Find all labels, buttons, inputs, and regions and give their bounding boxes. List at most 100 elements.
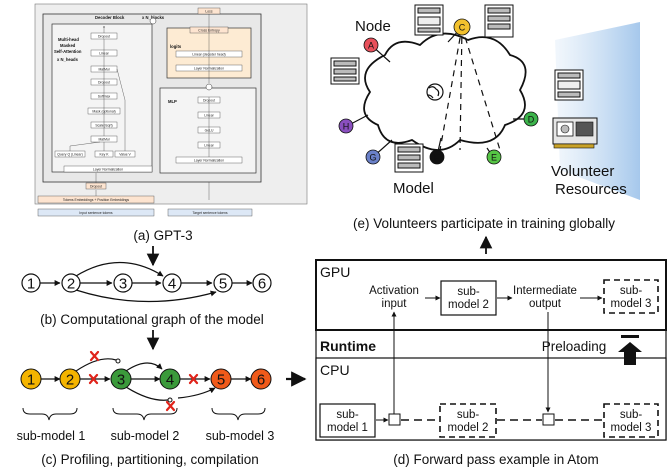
svg-text:Input sentence tokens: Input sentence tokens	[79, 211, 112, 215]
n-heads-label: x N_heads	[57, 57, 79, 62]
cpu-sub-model-2	[439, 403, 497, 438]
svg-text:G: G	[369, 153, 376, 163]
attention-layers: Dropout Linear MatMul Dropout Softmax Ma…	[54, 25, 136, 158]
svg-text:MatMul: MatMul	[98, 137, 109, 141]
node-label: Node	[355, 18, 391, 35]
graph-b-node: 1	[21, 273, 41, 293]
svg-text:4: 4	[168, 276, 176, 293]
activation-input-label-1: Activation	[369, 285, 419, 297]
gpu-label: GPU	[320, 264, 350, 280]
svg-text:GeLU: GeLU	[205, 128, 214, 132]
svg-text:3: 3	[119, 276, 127, 293]
network-node: D	[523, 111, 539, 127]
svg-text:F: F	[434, 153, 440, 163]
svg-text:Linear: Linear	[204, 143, 214, 147]
svg-text:3: 3	[117, 372, 125, 389]
svg-text:2: 2	[66, 372, 74, 389]
svg-text:sub-: sub-	[620, 285, 643, 297]
svg-text:model 3: model 3	[611, 422, 652, 434]
graph-c-node: 2	[59, 368, 81, 390]
brace-sub-model-3	[211, 407, 266, 421]
input-tokens-box	[37, 208, 155, 217]
server-icon	[554, 69, 584, 101]
svg-text:Linear: Linear	[204, 113, 214, 117]
gpu-card-icon	[552, 117, 598, 149]
brace-sub-model-2	[112, 407, 178, 421]
graph-b: 1 2 3 4 5 6	[21, 261, 272, 303]
svg-text:Layer Normalization: Layer Normalization	[194, 158, 224, 162]
preload-bar	[621, 335, 639, 338]
globe-icon	[426, 83, 444, 101]
svg-text:6: 6	[257, 372, 265, 389]
svg-text:sub-: sub-	[457, 409, 480, 421]
activation-node-cpu	[388, 413, 401, 426]
svg-text:H: H	[343, 122, 350, 132]
intermediate-node-cpu	[542, 413, 555, 426]
cut-mark-icon	[88, 373, 99, 385]
intermediate-output-label-2: output	[529, 298, 562, 310]
target-tokens-box	[167, 208, 253, 217]
graph-c-node: 5	[210, 368, 232, 390]
svg-text:1: 1	[27, 276, 35, 293]
cpu-label: CPU	[320, 362, 350, 378]
network-node: H	[338, 118, 354, 134]
attention-title-3: Self-Attention	[54, 49, 82, 54]
sub-model-3-label: sub-model 3	[206, 429, 275, 443]
svg-text:5: 5	[217, 372, 225, 389]
svg-text:Target sentence tokens: Target sentence tokens	[192, 211, 227, 215]
cpu-sub-model-3	[603, 403, 659, 438]
svg-text:E: E	[491, 153, 497, 163]
server-icon	[394, 143, 424, 173]
graph-c-node: 3	[110, 368, 132, 390]
svg-text:Dropout: Dropout	[90, 184, 102, 188]
graph-b-node: 5	[213, 273, 233, 293]
svg-text:2: 2	[67, 276, 75, 293]
svg-text:5: 5	[219, 276, 227, 293]
model-label: Model	[393, 180, 434, 197]
graph-b-node: 3	[113, 273, 133, 293]
gpu-sub-model-2	[440, 280, 497, 316]
brace-sub-model-1	[22, 407, 78, 421]
svg-text:sub-: sub-	[620, 409, 643, 421]
network-node: G	[365, 149, 381, 165]
layer-norm-attn	[63, 165, 153, 173]
cut-mark-icon	[89, 350, 100, 362]
svg-text:model 2: model 2	[448, 422, 489, 434]
server-icon	[484, 4, 514, 38]
graph-b-node: 2	[61, 273, 81, 293]
cut-mark-icon	[165, 400, 176, 412]
cpu-sub-model-1	[319, 403, 376, 438]
attention-title-2: Masked	[60, 43, 76, 48]
internet-cloud	[363, 32, 527, 151]
server-icon	[330, 57, 360, 85]
svg-text:Loss: Loss	[205, 9, 212, 13]
logits-title: logits	[170, 44, 182, 49]
svg-text:6: 6	[258, 276, 266, 293]
preload-arrow-icon	[618, 342, 642, 365]
preloading-label: Preloading	[542, 339, 607, 354]
svg-text:Layer Normalization: Layer Normalization	[93, 167, 123, 171]
graph-c: 1 2 3 4 5 6 sub-model 1 sub-model 2	[17, 350, 275, 443]
graph-c-node: 1	[20, 368, 42, 390]
volunteer-network: A C D E F G H	[330, 4, 640, 200]
svg-text:A: A	[368, 41, 374, 51]
svg-text:1: 1	[27, 372, 35, 389]
volunteer-beam	[555, 22, 640, 200]
network-node: F	[429, 149, 445, 165]
svg-text:sub-: sub-	[457, 286, 480, 298]
gpu-sub-model-3	[603, 279, 659, 314]
svg-text:Query Q (Linear): Query Q (Linear)	[57, 152, 82, 156]
graph-c-node: 6	[250, 368, 272, 390]
graph-c-node: 4	[159, 368, 181, 390]
svg-text:Tokens Embeddings + Position E: Tokens Embeddings + Position Embeddings	[63, 198, 130, 202]
volunteer-label-1: Volunteer	[551, 163, 614, 180]
activation-input-label-2: input	[382, 298, 408, 310]
mlp-title: MLP	[168, 99, 177, 104]
sub-model-1-label: sub-model 1	[17, 429, 86, 443]
svg-text:model 2: model 2	[448, 299, 489, 311]
caption-e: (e) Volunteers participate in training g…	[353, 216, 615, 231]
svg-text:D: D	[528, 115, 535, 125]
cut-mark-icon	[188, 373, 199, 385]
caption-b: (b) Computational graph of the model	[40, 312, 264, 327]
n-blocks-label: x N_blocks	[142, 15, 165, 20]
